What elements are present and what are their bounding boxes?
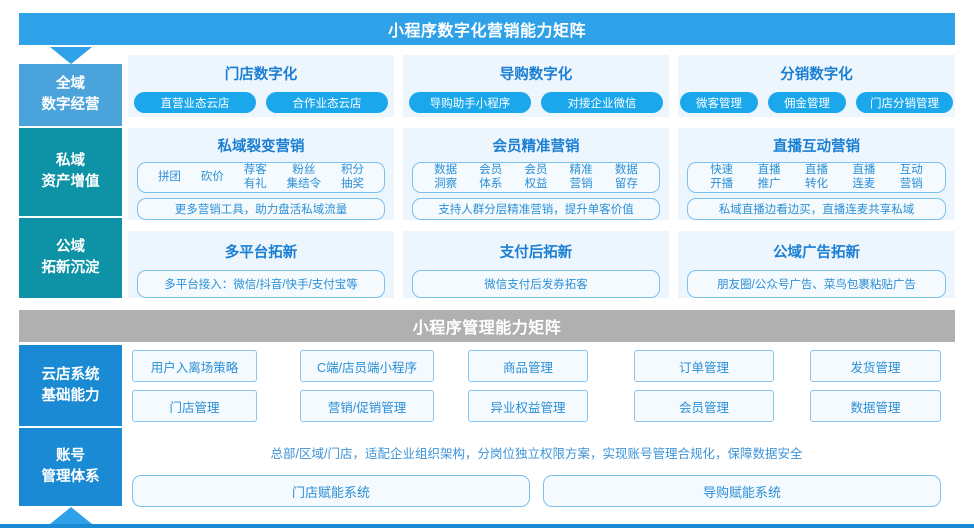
panel-caption[interactable]: 多平台接入：微信/抖音/快手/支付宝等 xyxy=(137,270,385,298)
pill-button[interactable]: 佣金管理 xyxy=(768,92,846,113)
rail-arrow-up xyxy=(19,506,122,524)
marketing-banner-title: 小程序数字化营销能力矩阵 xyxy=(387,23,586,40)
triangle-up-icon xyxy=(49,506,92,524)
tag-item: 数据 留存 xyxy=(614,164,638,191)
panel-caption[interactable]: 私域直播边看边买，直播连麦共享私域 xyxy=(687,197,946,220)
tag-item: 互动 营销 xyxy=(899,164,923,191)
rail-item-siyu-line1: 私域 xyxy=(56,153,85,170)
panel-distribution-digitalization: 分销数字化 微客管理 佣金管理 门店分销管理 xyxy=(678,55,955,117)
pill-button[interactable]: 微客管理 xyxy=(680,92,758,113)
pill-button[interactable]: 门店分销管理 xyxy=(856,92,953,113)
matrix-button[interactable]: 数据管理 xyxy=(810,390,941,422)
matrix-button[interactable]: 商品管理 xyxy=(468,350,588,382)
tag-group[interactable]: 数据 洞察 会员 体系 会员 权益 精准 营销 数据 留存 xyxy=(412,162,660,193)
management-matrix-banner: 小程序管理能力矩阵 xyxy=(19,310,955,342)
rail-item-account[interactable]: 账号 管理体系 xyxy=(19,428,122,506)
pill-button[interactable]: 对接企业微信 xyxy=(541,92,663,113)
panel-caption[interactable]: 更多营销工具，助力盘活私域流量 xyxy=(137,197,385,220)
matrix-button[interactable]: 异业权益管理 xyxy=(468,390,588,422)
rail-item-cloudstore[interactable]: 云店系统 基础能力 xyxy=(19,345,122,426)
panel-caption[interactable]: 朋友圈/公众号广告、菜鸟包裹粘贴广告 xyxy=(687,270,946,298)
panel-title: 分销数字化 xyxy=(780,67,853,83)
panel-title: 公域广告拓新 xyxy=(773,245,860,261)
matrix-button[interactable]: 营销/促销管理 xyxy=(300,390,434,422)
account-note: 总部/区域/门店，适配企业组织架构，分岗位独立权限方案，实现账号管理合规化，保障… xyxy=(270,446,803,461)
tag-group[interactable]: 拼团 砍价 荐客 有礼 粉丝 集结令 积分 抽奖 xyxy=(137,162,385,193)
management-banner-title: 小程序管理能力矩阵 xyxy=(412,320,562,337)
matrix-button[interactable]: 订单管理 xyxy=(634,350,774,382)
tag-item: 精准 营销 xyxy=(569,164,593,191)
tag-item: 砍价 xyxy=(200,171,224,184)
panel-title: 导购数字化 xyxy=(499,67,573,83)
tag-item: 快速 开播 xyxy=(710,164,734,191)
rail-item-quanyu[interactable]: 全域 数字经营 xyxy=(19,64,122,126)
matrix-button[interactable]: 会员管理 xyxy=(634,390,774,422)
rail-item-gongyu[interactable]: 公域 拓新沉淀 xyxy=(19,218,122,298)
marketing-matrix-banner: 小程序数字化营销能力矩阵 xyxy=(19,13,955,45)
rail-arrow-down xyxy=(19,46,122,64)
tag-item: 数据 洞察 xyxy=(434,164,458,191)
panel-member-precision-marketing: 会员精准营销 数据 洞察 会员 体系 会员 权益 精准 营销 数据 留存 支持人… xyxy=(403,128,669,220)
matrix-button[interactable]: 门店管理 xyxy=(132,390,257,422)
rail-item-quanyu-line2: 数字经营 xyxy=(41,97,100,113)
triangle-down-icon xyxy=(49,46,92,64)
panel-private-fission-marketing: 私域裂变营销 拼团 砍价 荐客 有礼 粉丝 集结令 积分 抽奖 更多营销工具，助… xyxy=(128,128,394,220)
panel-live-interactive-marketing: 直播互动营销 快速 开播 直播 推广 直播 转化 直播 连麦 互动 营销 私域直… xyxy=(678,128,955,220)
tag-item: 直播 连麦 xyxy=(852,164,876,191)
tag-item: 粉丝 集结令 xyxy=(286,164,322,191)
rail-item-cloudstore-line2: 基础能力 xyxy=(41,387,100,404)
panel-caption[interactable]: 支持人群分层精准营销，提升单客价值 xyxy=(412,197,660,220)
pill-button[interactable]: 直营业态云店 xyxy=(134,92,256,113)
rail-item-account-line2: 管理体系 xyxy=(41,469,100,485)
panel-public-ads-acquisition: 公域广告拓新 朋友圈/公众号广告、菜鸟包裹粘贴广告 xyxy=(678,231,955,298)
rail-item-cloudstore-line1: 云店系统 xyxy=(41,366,100,383)
store-empowerment-system-button[interactable]: 门店赋能系统 xyxy=(132,475,530,507)
matrix-button[interactable]: 用户入离场策略 xyxy=(132,350,257,382)
pill-button[interactable]: 导购助手小程序 xyxy=(409,92,531,113)
tag-item: 直播 推广 xyxy=(757,164,781,191)
panel-title: 支付后拓新 xyxy=(499,245,573,261)
pill-button[interactable]: 合作业态云店 xyxy=(266,92,388,113)
rail-item-siyu[interactable]: 私域 资产增值 xyxy=(19,128,122,216)
tag-item: 直播 转化 xyxy=(804,164,828,191)
panel-guide-digitalization: 导购数字化 导购助手小程序 对接企业微信 xyxy=(403,55,669,117)
rail-item-gongyu-line2: 拓新沉淀 xyxy=(41,260,100,276)
tag-group[interactable]: 快速 开播 直播 推广 直播 转化 直播 连麦 互动 营销 xyxy=(687,162,946,193)
panel-title: 多平台拓新 xyxy=(224,245,298,261)
matrix-button[interactable]: 发货管理 xyxy=(810,350,941,382)
rail-item-siyu-line2: 资产增值 xyxy=(41,174,100,190)
panel-title: 直播互动营销 xyxy=(773,139,860,155)
tag-item: 拼团 xyxy=(157,171,181,184)
panel-multi-platform-acquisition: 多平台拓新 多平台接入：微信/抖音/快手/支付宝等 xyxy=(128,231,394,298)
tag-item: 积分 抽奖 xyxy=(341,164,364,191)
tag-item: 会员 权益 xyxy=(524,164,548,191)
guide-empowerment-system-button[interactable]: 导购赋能系统 xyxy=(543,475,941,507)
panel-title: 会员精准营销 xyxy=(492,139,580,155)
bottom-divider xyxy=(0,524,974,528)
panel-title: 私域裂变营销 xyxy=(217,139,305,155)
rail-item-quanyu-line1: 全域 xyxy=(56,76,85,93)
panel-caption[interactable]: 微信支付后发券拓客 xyxy=(412,270,660,298)
rail-item-gongyu-line1: 公域 xyxy=(56,239,85,256)
panel-title: 门店数字化 xyxy=(224,67,298,83)
panel-post-payment-acquisition: 支付后拓新 微信支付后发券拓客 xyxy=(403,231,669,298)
matrix-button[interactable]: C端/店员端小程序 xyxy=(300,350,434,382)
rail-item-account-line1: 账号 xyxy=(56,448,85,465)
tag-item: 会员 体系 xyxy=(479,164,503,191)
panel-store-digitalization: 门店数字化 直营业态云店 合作业态云店 xyxy=(128,55,394,117)
tag-item: 荐客 有礼 xyxy=(243,164,267,191)
